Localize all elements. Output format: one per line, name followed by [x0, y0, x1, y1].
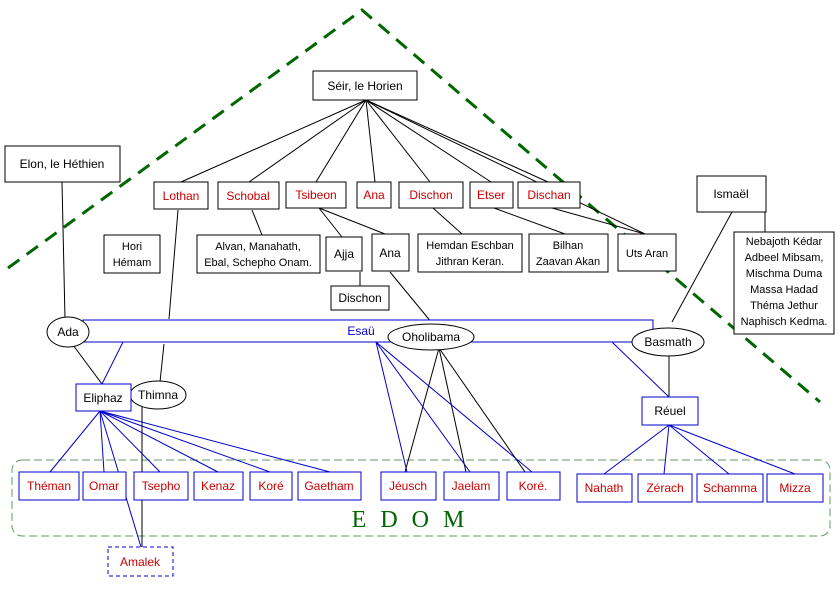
svg-text:Ismaël: Ismaël	[713, 187, 748, 201]
svg-text:Kenaz: Kenaz	[201, 479, 235, 493]
node-etser: Etser	[469, 181, 514, 209]
svg-text:Zérach: Zérach	[646, 481, 683, 495]
node-ana-mid: Ana	[371, 233, 410, 272]
svg-text:Thimna: Thimna	[138, 388, 178, 402]
svg-text:Jéusch: Jéusch	[389, 479, 427, 493]
svg-text:Lothan: Lothan	[163, 189, 200, 203]
node-ismael: Ismaël	[696, 175, 767, 213]
black-lines	[61, 99, 766, 547]
node-eliphaz: Eliphaz	[75, 383, 132, 412]
node-ana-top: Ana	[356, 181, 392, 209]
svg-text:Schobal: Schobal	[226, 189, 269, 203]
svg-text:Dischon: Dischon	[409, 188, 452, 202]
node-seir: Séir, le Horien	[312, 70, 418, 101]
node-ada: Ada	[46, 316, 90, 348]
svg-text:Dischan: Dischan	[527, 188, 570, 202]
svg-text:Alvan, Manahath,: Alvan, Manahath,	[215, 241, 301, 253]
node-kore-2: Koré.	[506, 471, 561, 501]
svg-text:Mischma Duma: Mischma Duma	[746, 268, 823, 280]
svg-text:Ada: Ada	[57, 325, 79, 339]
edom-region	[11, 459, 831, 537]
svg-text:Hemdan Eschban: Hemdan Eschban	[426, 240, 513, 252]
node-jaelam: Jaelam	[443, 471, 500, 501]
svg-text:Zaavan Akan: Zaavan Akan	[536, 256, 600, 268]
svg-text:Koré: Koré	[258, 479, 284, 493]
node-mizza: Mizza	[766, 473, 824, 503]
node-zerach: Zérach	[637, 473, 693, 503]
node-theman: Théman	[18, 471, 80, 501]
svg-text:Nahath: Nahath	[585, 481, 624, 495]
svg-text:Gaetham: Gaetham	[304, 479, 353, 493]
svg-text:Naphisch Kedma.: Naphisch Kedma.	[741, 316, 828, 328]
svg-text:Ajja: Ajja	[334, 247, 354, 261]
svg-text:Jaelam: Jaelam	[452, 479, 491, 493]
svg-text:Nebajoth Kédar: Nebajoth Kédar	[746, 236, 823, 248]
svg-text:Dischon: Dischon	[338, 291, 381, 305]
svg-text:Bilhan: Bilhan	[553, 240, 584, 252]
svg-text:Hori: Hori	[122, 241, 142, 253]
node-schamma: Schamma	[696, 473, 764, 503]
node-kenaz: Kenaz	[193, 471, 244, 501]
svg-text:Massa Hadad: Massa Hadad	[750, 284, 818, 296]
node-thimna: Thimna	[129, 380, 187, 410]
svg-text:Tsibeon: Tsibeon	[295, 188, 336, 202]
svg-text:Hémam: Hémam	[113, 257, 152, 269]
svg-text:Séir, le Horien: Séir, le Horien	[327, 79, 402, 93]
edom-label: E D O M	[352, 507, 469, 533]
node-tsibeon: Tsibeon	[285, 181, 347, 209]
svg-text:Schamma: Schamma	[703, 481, 757, 495]
svg-text:Mizza: Mizza	[779, 481, 811, 495]
svg-text:Théman: Théman	[27, 479, 71, 493]
node-amalek: Amalek	[107, 546, 174, 577]
node-omar: Omar	[82, 471, 127, 501]
node-kore-1: Koré	[249, 471, 293, 501]
node-tsepho: Tsepho	[133, 471, 189, 501]
node-basmath: Basmath	[631, 327, 705, 357]
node-dischon-top: Dischon	[398, 181, 464, 209]
svg-text:Koré.: Koré.	[519, 479, 548, 493]
svg-text:Ana: Ana	[363, 188, 385, 202]
svg-text:Ebal, Schepho Onam.: Ebal, Schepho Onam.	[204, 257, 312, 269]
svg-text:Elon, le Héthien: Elon, le Héthien	[20, 157, 105, 171]
svg-text:Oholibama: Oholibama	[402, 330, 460, 344]
node-reuel: Réuel	[641, 396, 699, 426]
node-jeusch: Jéusch	[380, 471, 437, 501]
node-nebajoth: Nebajoth Kédar Adbeel Mibsam, Mischma Du…	[733, 231, 835, 335]
svg-text:Omar: Omar	[89, 479, 119, 493]
svg-text:Uts Aran: Uts Aran	[626, 248, 668, 260]
node-lothan: Lothan	[153, 181, 209, 210]
node-hemdan: Hemdan Eschban Jithran Keran.	[417, 233, 523, 273]
node-elon: Elon, le Héthien	[4, 145, 121, 183]
svg-text:Ana: Ana	[379, 246, 401, 260]
svg-text:Eliphaz: Eliphaz	[83, 391, 122, 405]
svg-text:Etser: Etser	[477, 188, 505, 202]
node-nahath: Nahath	[576, 473, 633, 503]
node-gaetham: Gaetham	[297, 471, 362, 501]
node-schobal: Schobal	[217, 181, 280, 210]
esau-label: Esaü	[347, 324, 374, 338]
svg-text:Théma Jethur: Théma Jethur	[750, 300, 818, 312]
node-dischan: Dischan	[517, 181, 581, 209]
node-ajja: Ajja	[325, 236, 363, 272]
node-hori-hemam: Hori Hémam	[103, 234, 161, 274]
node-dischon-low: Dischon	[330, 285, 390, 311]
svg-text:Jithran Keran.: Jithran Keran.	[436, 256, 504, 268]
svg-text:Adbeel Mibsam,: Adbeel Mibsam,	[745, 252, 824, 264]
node-bilhan: Bilhan Zaavan Akan	[528, 233, 609, 273]
svg-text:Tsepho: Tsepho	[142, 479, 181, 493]
svg-text:Basmath: Basmath	[644, 335, 691, 349]
node-alvan: Alvan, Manahath, Ebal, Schepho Onam.	[196, 234, 321, 274]
node-oholibama: Oholibama	[387, 323, 475, 351]
node-uts-aran: Uts Aran	[617, 233, 677, 272]
svg-text:Amalek: Amalek	[120, 555, 161, 569]
svg-text:Réuel: Réuel	[654, 404, 685, 418]
blue-lines	[49, 341, 796, 548]
